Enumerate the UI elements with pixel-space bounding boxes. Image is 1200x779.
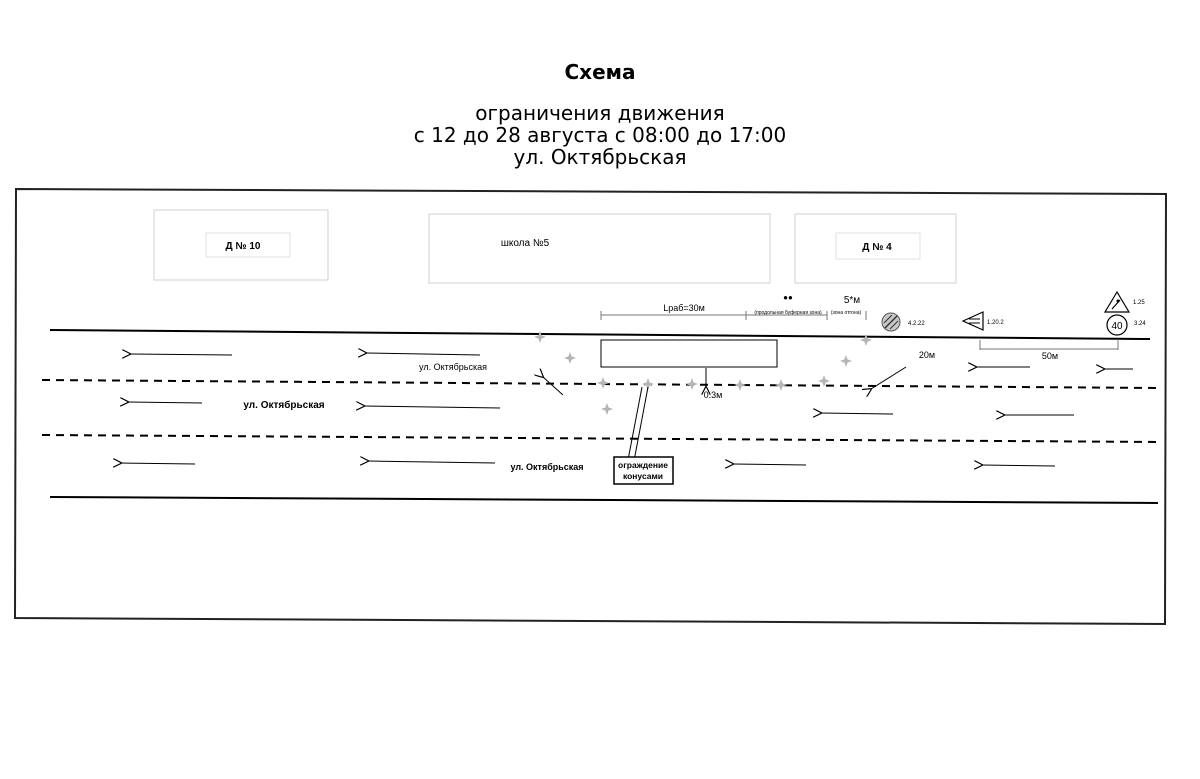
direction-arrow — [821, 413, 894, 414]
taper-arrow — [871, 366, 907, 389]
cone-icon — [734, 379, 746, 391]
direction-arrow — [130, 354, 233, 355]
cone-icon — [775, 379, 787, 391]
building-d4-label: Д № 4 — [862, 242, 892, 253]
road-edge-top — [49, 329, 1151, 340]
callout-leader — [627, 386, 643, 461]
street-label: ул. Октябрьская — [510, 462, 583, 472]
building-school: школа №5 — [428, 213, 771, 284]
scheme-frame — [13, 187, 1168, 626]
scheme-subtitle-line3: ул. Октябрьская — [513, 145, 687, 169]
speed-limit-sign-icon: 40 — [1106, 314, 1128, 336]
direction-arrow — [368, 461, 496, 463]
direction-arrow — [733, 464, 807, 465]
road-works-sign-icon — [1103, 290, 1131, 313]
direction-arrow — [121, 463, 196, 464]
scheme-heading: Схема — [564, 60, 636, 84]
sign-code: 3.24 — [1134, 321, 1146, 327]
road-narrowing-sign-icon — [961, 311, 984, 331]
building-d10-label: Д № 10 — [226, 241, 261, 252]
detour-sign-icon — [881, 312, 901, 332]
offset-label: 0.3м — [704, 390, 723, 400]
callout-line1: ограждение — [618, 460, 668, 470]
lane-marking-1 — [41, 379, 1161, 389]
cone-icon — [686, 378, 698, 390]
distance-20-label: 20м — [919, 350, 935, 360]
buffer-marker: ●● — [783, 293, 793, 302]
traffic-arrows — [121, 353, 1133, 466]
building-d4: Д № 4 — [794, 213, 957, 284]
street-label: ул. Октябрьская — [243, 399, 324, 411]
cone-icon — [840, 355, 852, 367]
taper-label: (зона отгона) — [831, 310, 862, 316]
direction-arrow — [364, 406, 501, 408]
lane-marking-2 — [41, 434, 1161, 443]
sign-code: 1.20.2 — [987, 320, 1004, 326]
cone-icon — [534, 331, 546, 343]
callout-line2: конусами — [623, 471, 663, 481]
distance-50-label: 50м — [1042, 351, 1058, 361]
scheme-subtitle-line1: ограничения движения — [475, 101, 725, 125]
cone-icon — [601, 403, 613, 415]
direction-arrow — [366, 353, 481, 355]
callout-box — [613, 456, 674, 485]
cone-icon — [564, 352, 576, 364]
sign-code: 4.2.22 — [908, 321, 925, 327]
direction-arrow — [982, 465, 1056, 466]
buffer-label: (продольная буферная зона) — [754, 310, 822, 316]
speed-limit-value: 40 — [1111, 321, 1123, 332]
building-school-label: школа №5 — [501, 238, 550, 249]
scheme-subtitle-line2: с 12 до 28 августа с 08:00 до 17:00 — [413, 123, 787, 147]
direction-arrow — [128, 402, 203, 403]
work-zone — [600, 339, 778, 368]
street-label: ул. Октябрьская — [419, 362, 487, 372]
road-edge-bottom — [49, 496, 1159, 504]
cone-icon — [597, 377, 609, 389]
sign-code: 1.25 — [1133, 300, 1145, 306]
taper-length-label: 5*м — [844, 295, 860, 306]
diagonal-arrow — [543, 377, 564, 396]
work-length-label: Lраб=30м — [663, 303, 705, 313]
building-d10: Д № 10 — [153, 209, 329, 281]
